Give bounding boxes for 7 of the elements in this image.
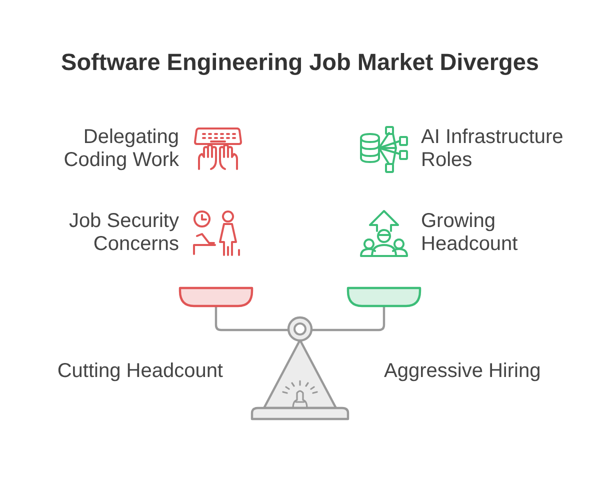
label-text: Job Security Concerns (68, 210, 179, 256)
label-text: AI Infrastructure Roles (421, 126, 564, 172)
title-text: Software Engineering Job Market Diverges (60, 48, 540, 77)
label-text: Aggressive Hiring (384, 360, 542, 383)
label-text: Growing Headcount (421, 210, 519, 256)
label-text: Cutting Headcount (56, 360, 223, 383)
label-text: Delegating Coding Work (62, 126, 179, 172)
